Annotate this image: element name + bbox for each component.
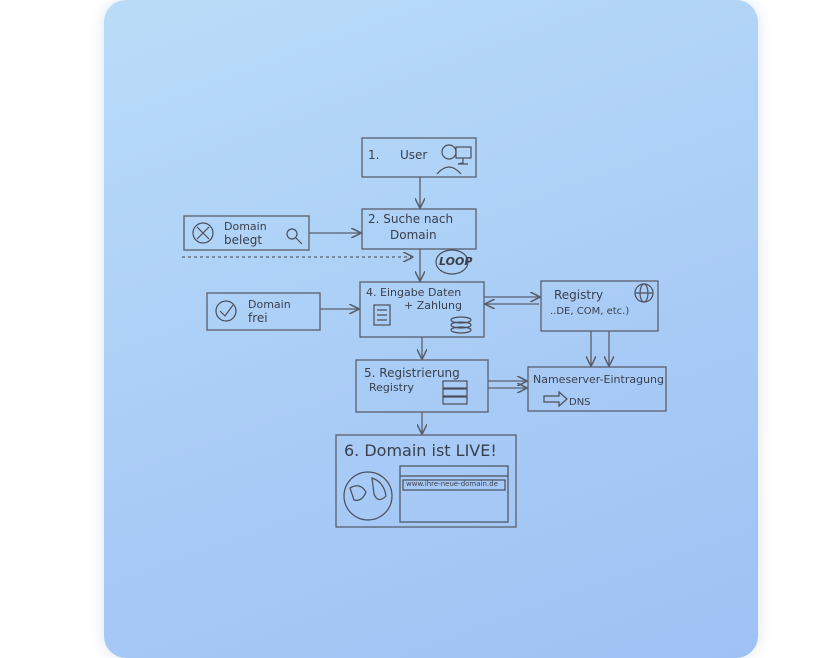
domain-free-line1: Domain [248,298,291,311]
step5-title: 5. Registrierung [364,366,460,380]
step1-number: 1. [368,148,380,162]
flowchart [182,137,667,528]
diagram-card: 1. User 2. Suche nach Domain Domain bele… [104,0,758,658]
globe-icon [634,283,654,303]
loop-label: LOOP [439,255,473,268]
browser-url: www.ihre-neue-domain.de [406,480,498,488]
world-globe-icon [343,471,393,521]
x-circle-icon [192,222,214,244]
domain-taken-line2: belegt [224,233,263,247]
form-icon [373,304,391,326]
step1-box [361,137,477,178]
step2-box [361,208,477,250]
browser-window-icon [399,465,509,523]
step2-title: 2. Suche nach [368,212,454,226]
user-at-computer-icon [436,144,472,175]
loop-badge-icon [435,249,469,275]
step5-subtitle: Registry [369,381,415,394]
registry-box [540,280,659,332]
domain-taken-line1: Domain [224,220,267,233]
registry-title: Registry [554,288,604,302]
step4-subtitle: + Zahlung [404,299,462,312]
step4-title: 4. Eingabe Daten [366,286,462,299]
step1-label: User [400,148,428,162]
check-circle-icon [215,300,237,322]
coins-icon [450,316,472,334]
nameserver-box [527,366,667,412]
dns-label: DNS [569,397,591,408]
step6-box [335,434,517,528]
step6-title: 6. Domain ist LIVE! [344,441,497,460]
magnifier-icon [286,228,303,245]
domain-free-line2: frei [248,311,268,325]
domain-free-box [206,292,321,331]
registry-subtitle: ..DE, COM, etc.) [550,306,630,317]
dns-arrow-icon [543,390,568,408]
nameserver-title: Nameserver-Eintragung [533,373,665,386]
step2-subtitle: Domain [390,228,437,242]
server-stack-icon [442,380,468,405]
